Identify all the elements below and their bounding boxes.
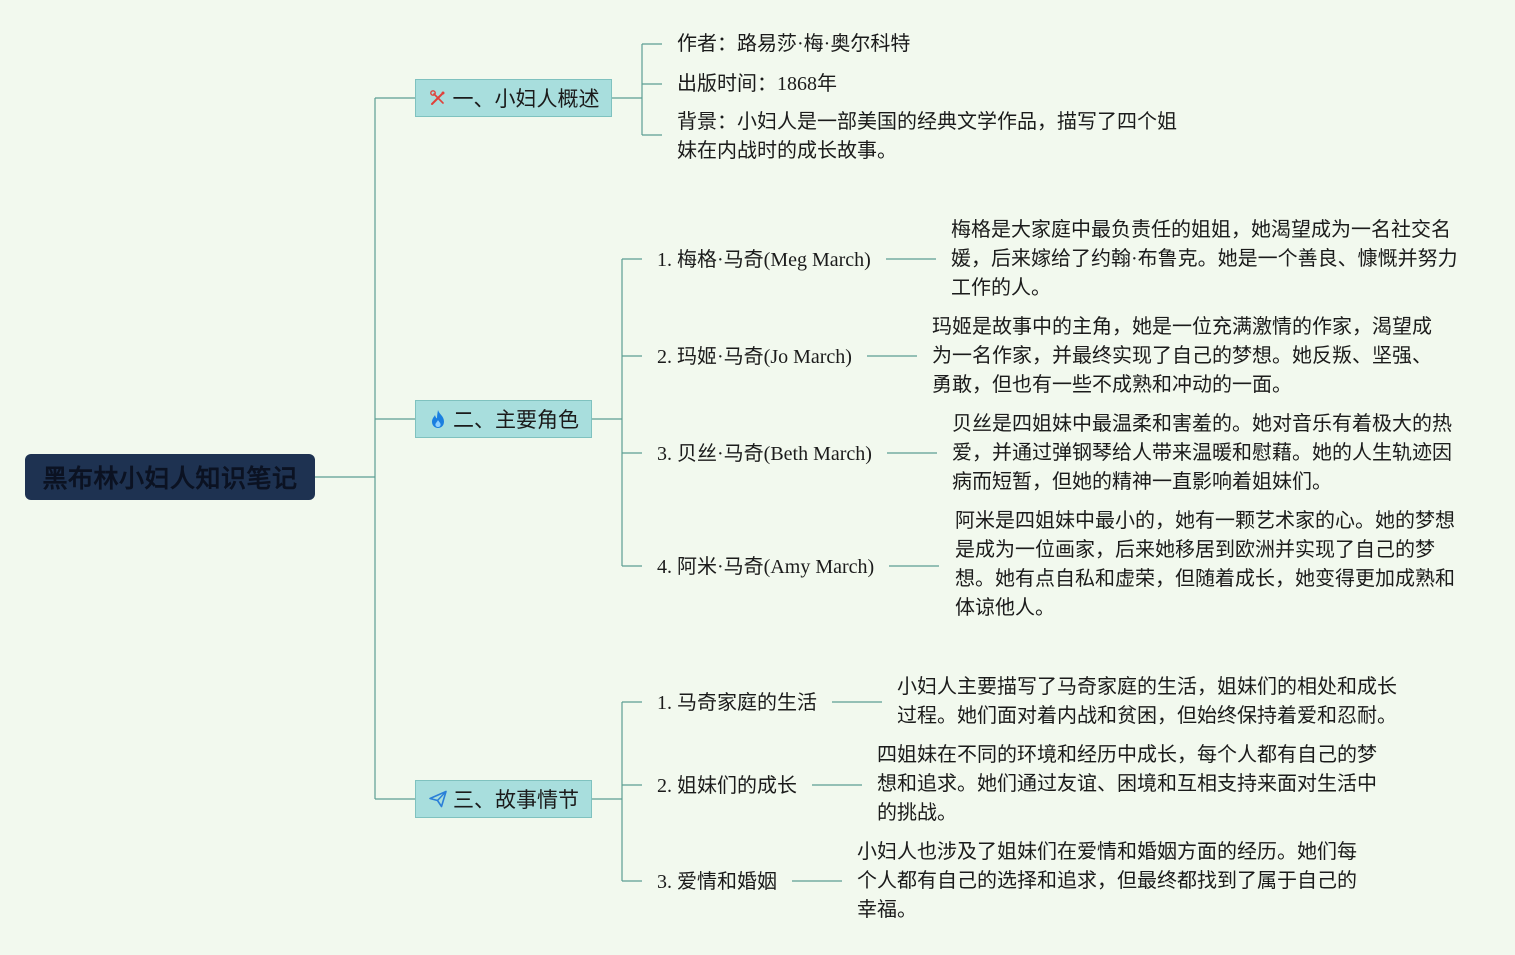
character-amy: 4. 阿米·马奇(Amy March) <box>657 556 875 578</box>
tools-icon <box>428 88 448 108</box>
root-topic[interactable]: 黑布林小妇人知识笔记 <box>25 454 315 500</box>
plot-sisters-growth: 2. 姐妹们的成长 <box>657 775 797 797</box>
section-characters[interactable]: 二、主要角色 <box>415 400 592 438</box>
character-meg: 1. 梅格·马奇(Meg March) <box>657 249 871 271</box>
overview-background: 背景：小妇人是一部美国的经典文学作品，描写了四个姐妹在内战时的成长故事。 <box>677 111 1177 162</box>
character-meg-desc: 梅格是大家庭中最负责任的姐姐，她渴望成为一名社交名媛，后来嫁给了约翰·布鲁克。她… <box>951 219 1458 299</box>
plot-sisters-growth-desc: 四姐妹在不同的环境和经历中成长，每个人都有自己的梦想和追求。她们通过友谊、困境和… <box>877 744 1377 824</box>
section-label: 三、故事情节 <box>453 788 579 812</box>
plot-love-marriage: 3. 爱情和婚姻 <box>657 871 777 893</box>
section-label: 一、小妇人概述 <box>452 87 600 111</box>
root-title: 黑布林小妇人知识笔记 <box>42 464 298 493</box>
character-beth: 3. 贝丝·马奇(Beth March) <box>657 443 872 465</box>
paper-plane-icon <box>428 789 448 809</box>
plot-love-marriage-desc: 小妇人也涉及了姐妹们在爱情和婚姻方面的经历。她们每个人都有自己的选择和追求，但最… <box>857 841 1357 921</box>
fire-icon <box>428 409 448 429</box>
character-beth-desc: 贝丝是四姐妹中最温柔和害羞的。她对音乐有着极大的热爱，并通过弹钢琴给人带来温暖和… <box>952 413 1452 493</box>
character-jo: 2. 玛姬·马奇(Jo March) <box>657 346 852 368</box>
overview-publish-date: 出版时间：1868年 <box>677 73 837 95</box>
section-overview[interactable]: 一、小妇人概述 <box>415 79 612 117</box>
overview-author: 作者：路易莎·梅·奥尔科特 <box>677 33 911 55</box>
character-jo-desc: 玛姬是故事中的主角，她是一位充满激情的作家，渴望成为一名作家，并最终实现了自己的… <box>932 316 1432 396</box>
character-amy-desc: 阿米是四姐妹中最小的，她有一颗艺术家的心。她的梦想是成为一位画家，后来她移居到欧… <box>955 510 1455 619</box>
section-plot[interactable]: 三、故事情节 <box>415 780 592 818</box>
plot-family-life-desc: 小妇人主要描写了马奇家庭的生活，姐妹们的相处和成长过程。她们面对着内战和贫困，但… <box>897 676 1397 727</box>
plot-family-life: 1. 马奇家庭的生活 <box>657 692 817 714</box>
section-label: 二、主要角色 <box>453 408 579 432</box>
